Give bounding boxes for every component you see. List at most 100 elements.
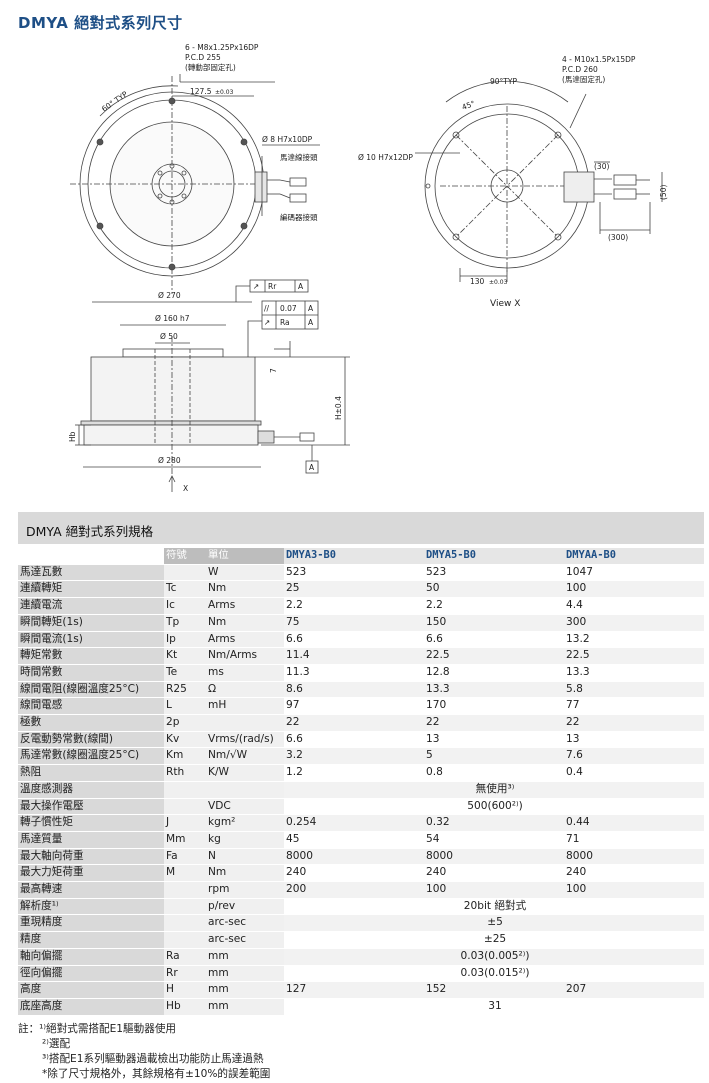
row-name: 馬達瓦數 (18, 564, 164, 582)
row-value-2: 170 (424, 697, 564, 716)
row-unit: N (206, 848, 284, 866)
angle-45: 45° (461, 99, 477, 112)
tol-ra: Ra (280, 318, 290, 327)
row-name: 馬達常數(線圈溫度25°C) (18, 747, 164, 766)
row-value-3: 71 (564, 831, 704, 849)
row-value-2: 0.8 (424, 764, 564, 782)
dim-hb: Hb (68, 431, 77, 442)
row-value-2: 8000 (424, 848, 564, 866)
holes-left-line-3: (轉動部固定孔) (185, 62, 236, 72)
row-value-3: 22 (564, 714, 704, 732)
holes-right-line-3: (馬達固定孔) (562, 74, 605, 84)
row-name: 轉矩常數 (18, 647, 164, 665)
note-4: *除了尺寸規格外，其餘規格有±10%的誤差範圍 (42, 1068, 271, 1080)
row-value-merged: 31 (284, 998, 704, 1016)
row-name: 軸向偏擺 (18, 948, 164, 966)
page-title: DMYA 絕對式系列尺寸 (18, 14, 183, 32)
view-x-caption: View X (490, 299, 520, 309)
row-unit: Nm/√W (206, 747, 284, 766)
row-unit: Nm (206, 580, 284, 599)
row-unit: W (206, 564, 284, 582)
row-value-2: 50 (424, 580, 564, 599)
row-value-1: 0.254 (284, 814, 424, 832)
row-value-3: 13.2 (564, 631, 704, 649)
row-symbol: Tc (164, 580, 206, 599)
row-value-3: 5.8 (564, 681, 704, 699)
row-name: 轉子慣性矩 (18, 814, 164, 832)
row-unit: mm (206, 998, 284, 1016)
row-value-merged: 500(600²⁾) (284, 798, 704, 816)
row-value-2: 12.8 (424, 664, 564, 682)
note-3: ³⁾搭配E1系列驅動器過載檢出功能防止馬達過熱 (42, 1053, 264, 1065)
row-value-2: 150 (424, 614, 564, 632)
tol-rr-arrow: ↗ (253, 282, 259, 291)
row-value-1: 523 (284, 564, 424, 582)
row-symbol: M (164, 864, 206, 883)
row-symbol: Rth (164, 764, 206, 782)
row-value-2: 22.5 (424, 647, 564, 665)
row-value-1: 240 (284, 864, 424, 883)
row-symbol: Ic (164, 597, 206, 615)
row-unit: p/rev (206, 898, 284, 916)
row-name: 底座高度 (18, 998, 164, 1016)
row-symbol (164, 781, 206, 799)
row-unit (206, 714, 284, 732)
row-name: 時間常數 (18, 664, 164, 682)
row-name: 馬達質量 (18, 831, 164, 849)
tol-ra-arrow: ↗ (264, 318, 270, 327)
spec-heading: DMYA 絕對式系列規格 (26, 524, 154, 539)
row-unit: arc-sec (206, 914, 284, 933)
row-unit: VDC (206, 798, 284, 816)
row-value-1: 22 (284, 714, 424, 732)
row-unit: Vrms/(rad/s) (206, 731, 284, 749)
row-symbol (164, 881, 206, 899)
row-unit: arc-sec (206, 931, 284, 949)
row-name: 瞬間轉矩(1s) (18, 614, 164, 632)
row-symbol: Ra (164, 948, 206, 966)
row-value-1: 75 (284, 614, 424, 632)
dim-30: (30) (594, 162, 609, 171)
row-value-3: 1047 (564, 564, 704, 582)
row-value-2: 100 (424, 881, 564, 899)
row-value-merged: 0.03(0.005²⁾) (284, 948, 704, 966)
holes-left-line-1: 6 - M8x1.25Px16DP (185, 43, 259, 52)
row-unit: K/W (206, 764, 284, 782)
angle-60: 60° TYP (100, 89, 130, 113)
row-symbol: H (164, 981, 206, 999)
tol-rr: Rr (268, 282, 277, 291)
row-name: 瞬間電流(1s) (18, 631, 164, 649)
row-unit: Nm (206, 864, 284, 883)
row-value-1: 6.6 (284, 731, 424, 749)
row-unit: mm (206, 948, 284, 966)
row-value-merged: ±25 (284, 931, 704, 949)
row-value-2: 240 (424, 864, 564, 883)
header-symbol: 符號 (164, 548, 206, 565)
encoder-connector-label: 編碼器接頭 (280, 212, 318, 222)
row-value-1: 1.2 (284, 764, 424, 782)
row-value-2: 0.32 (424, 814, 564, 832)
row-name: 熱阻 (18, 764, 164, 782)
table-row: 溫度感測器無使用³⁾ (18, 781, 704, 799)
row-symbol: Kv (164, 731, 206, 749)
row-symbol: Rr (164, 965, 206, 983)
angle-90: 90°TYP (490, 77, 517, 86)
row-value-1: 11.3 (284, 664, 424, 682)
row-symbol: L (164, 697, 206, 716)
row-value-1: 45 (284, 831, 424, 849)
row-value-1: 25 (284, 580, 424, 599)
row-symbol (164, 564, 206, 582)
